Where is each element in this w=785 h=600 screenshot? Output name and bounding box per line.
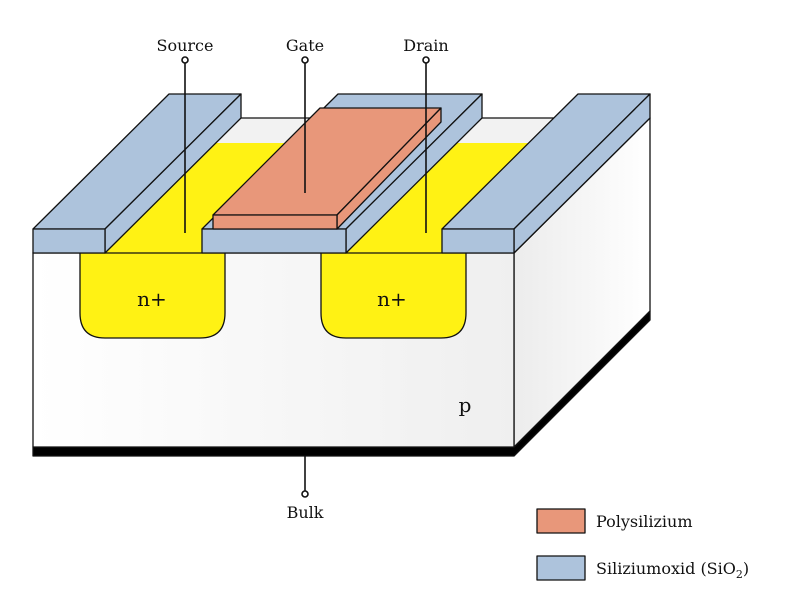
source-label: Source	[157, 36, 214, 55]
drain-well	[320, 252, 467, 339]
source-well-label: n+	[137, 287, 167, 311]
gate-terminal	[301, 56, 309, 64]
bulk-terminal	[301, 490, 309, 498]
drain-label: Drain	[403, 36, 448, 55]
legend-swatch-polysilicon	[536, 508, 586, 534]
oxide-strip-left	[32, 93, 242, 254]
oxide-strip-right	[441, 93, 651, 254]
legend-swatch-oxide	[536, 555, 586, 581]
gate-label: Gate	[286, 36, 324, 55]
drain-terminal	[422, 56, 430, 64]
polysilicon-gate	[212, 107, 442, 230]
substrate-label: p	[459, 393, 472, 417]
source-well	[79, 252, 226, 339]
bulk-label: Bulk	[287, 503, 324, 522]
drain-well-label: n+	[377, 287, 407, 311]
legend-label-oxide: Siliziumoxid (SiO2)	[596, 559, 749, 581]
legend-label-polysilicon: Polysilizium	[596, 512, 693, 531]
source-terminal	[181, 56, 189, 64]
